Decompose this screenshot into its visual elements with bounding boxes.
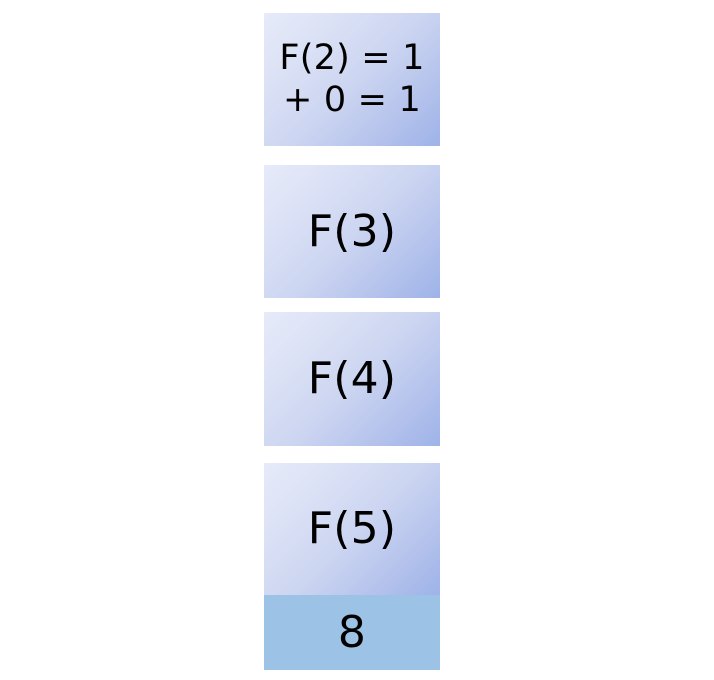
stack-frame-f3: F(3) [264, 165, 440, 298]
stack-frame-f2-line-2: + 0 = 1 [283, 79, 421, 120]
stack-frame-result-value: 8 [337, 606, 367, 658]
stack-frame-f4-label: F(4) [307, 353, 397, 405]
stack-frame-f2-line-1: F(2) = 1 [279, 38, 425, 79]
stack-frame-f5: F(5) [264, 463, 440, 595]
stack-frame-f5-label: F(5) [307, 503, 397, 555]
stack-frame-f2: F(2) = 1 + 0 = 1 [264, 13, 440, 146]
stack-frame-f4: F(4) [264, 312, 440, 446]
stack-frame-result: 8 [264, 595, 440, 670]
stack-frame-f3-label: F(3) [307, 205, 397, 257]
